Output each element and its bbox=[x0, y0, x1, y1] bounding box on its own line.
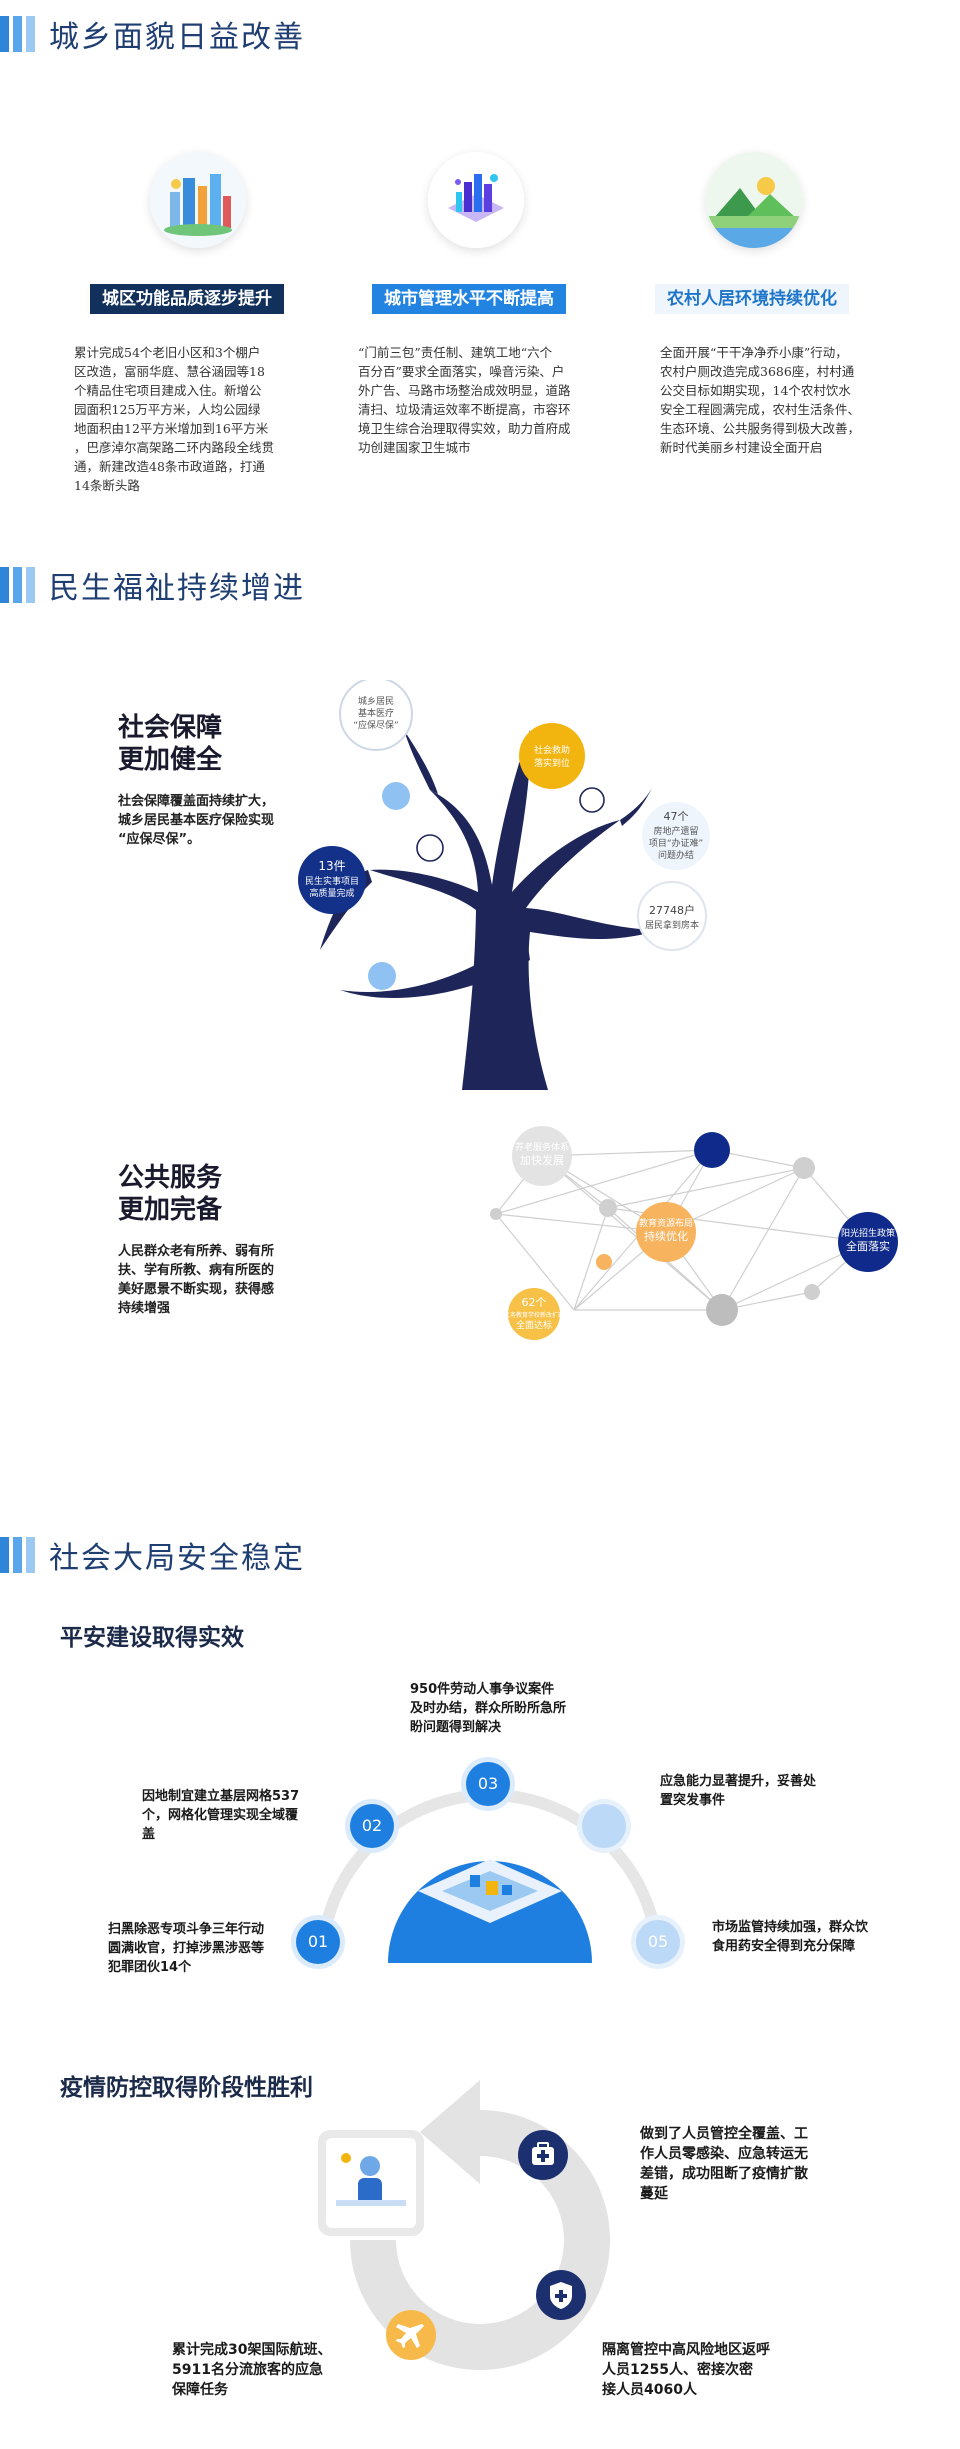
svg-text:加快发展: 加快发展 bbox=[520, 1153, 564, 1167]
medical-kit-icon bbox=[518, 2130, 568, 2180]
section-header-livelihood: 民生福祉持续增进 bbox=[0, 565, 305, 606]
section-header-safety: 社会大局安全稳定 bbox=[0, 1535, 305, 1576]
node-medical-text: 城乡居民 bbox=[358, 696, 394, 707]
node-relief bbox=[519, 723, 585, 789]
step-01-text: 扫黑除恶专项斗争三年行动圆满收官，打掉涉黑涉恶等犯罪团伙14个 bbox=[108, 1922, 265, 1975]
node-realestate-text: 47个 bbox=[664, 810, 689, 823]
epidemic-control-text: 做到了人员管控全覆盖、工作人员零感染、应急转运无 差错，成功阻断了疫情扩散蔓延 bbox=[640, 2126, 808, 2202]
section-header-bars bbox=[0, 567, 35, 603]
step-05-text: 市场监管持续加强，群众饮食用药安全得到充分保障 bbox=[712, 1920, 869, 1954]
section-title: 城乡面貌日益改善 bbox=[49, 20, 305, 55]
node-resettle-text: 27748户 bbox=[649, 903, 695, 917]
countryside-icon bbox=[706, 152, 802, 248]
badge-urban-quality: 城区功能品质逐步提升 bbox=[90, 284, 284, 314]
rural-environment-text: 全面开展“干干净净乔小康”行动，农村户厕改造完成3686座，村村通 公交目标如期… bbox=[660, 345, 861, 455]
social-security-desc: 社会保障覆盖面持续扩大， 城乡居民基本医疗保险实现 “应保尽保”。 bbox=[118, 794, 275, 847]
svg-text:义务教育学校新改扩建: 义务教育学校新改扩建 bbox=[504, 1311, 564, 1319]
node-medical bbox=[339, 680, 413, 751]
shield-cross-icon bbox=[536, 2270, 586, 2320]
node-dot bbox=[382, 782, 410, 810]
airplane-icon bbox=[386, 2310, 436, 2360]
step-04-text: 应急能力显著提升，妥善处置突发事件 bbox=[660, 1774, 817, 1808]
social-security-title: 社会保障 更加健全 bbox=[118, 713, 223, 775]
svg-text:持续优化: 持续优化 bbox=[644, 1229, 688, 1243]
safe-building-title: 平安建设取得实效 bbox=[60, 1625, 244, 1651]
step-05-circle: 05 bbox=[636, 1920, 680, 1964]
badge-city-management: 城市管理水平不断提高 bbox=[372, 284, 566, 314]
svg-text:问题办结: 问题办结 bbox=[658, 849, 694, 861]
step-03-circle: 03 bbox=[466, 1762, 510, 1806]
svg-text:“应保尽保”: “应保尽保” bbox=[353, 719, 398, 731]
badge-rural-environment: 农村人居环境持续优化 bbox=[655, 284, 849, 314]
section-header-bars bbox=[0, 1537, 35, 1573]
node-education-text: 教育资源布局 bbox=[639, 1217, 693, 1229]
svg-text:居民拿到房本: 居民拿到房本 bbox=[645, 919, 699, 931]
step-03-text: 950件劳动人事争议案件及时办结，群众所盼所急所盼问题得到解决 bbox=[410, 1682, 567, 1735]
svg-text:落实到位: 落实到位 bbox=[534, 757, 570, 769]
node-dot bbox=[599, 1199, 617, 1217]
node-projects bbox=[298, 846, 366, 914]
section-title: 民生福祉持续增进 bbox=[49, 571, 305, 606]
step-01-circle: 01 bbox=[296, 1920, 340, 1964]
city-skyline-icon bbox=[150, 152, 246, 248]
svg-text:全面落实: 全面落实 bbox=[846, 1239, 890, 1253]
section-header-urban: 城乡面貌日益改善 bbox=[0, 14, 305, 55]
node-enrollment bbox=[838, 1212, 898, 1272]
section-header-bars bbox=[0, 16, 35, 52]
step-02-circle: 02 bbox=[350, 1804, 394, 1848]
step-04-circle bbox=[582, 1804, 626, 1848]
node-education bbox=[636, 1202, 696, 1262]
svg-text:房地产遗留: 房地产遗留 bbox=[653, 825, 698, 837]
node-dot bbox=[694, 1132, 730, 1168]
node-elderly-care-text: 养老服务体系 bbox=[515, 1141, 569, 1153]
node-resettle bbox=[637, 881, 707, 951]
node-schools-text: 62个 bbox=[522, 1296, 547, 1309]
node-ring bbox=[416, 834, 444, 862]
police-station-icon bbox=[418, 1859, 562, 1923]
node-schools bbox=[508, 1288, 560, 1340]
node-ring bbox=[579, 787, 605, 813]
svg-text:全面达标: 全面达标 bbox=[516, 1319, 552, 1331]
node-projects-text: 13件 bbox=[318, 859, 345, 873]
public-service-desc: 人民群众老有所养、弱有所 扶、学有所教、病有所医的 美好愿景不断实现，获得感 持… bbox=[118, 1244, 275, 1316]
urban-quality-text: 累计完成54个老旧小区和3个棚户区改造，富丽华庭、慧谷涵园等18 个精品住宅项目… bbox=[74, 345, 275, 493]
node-realestate bbox=[642, 802, 710, 870]
svg-text:高质量完成: 高质量完成 bbox=[309, 887, 354, 899]
safe-building-arc bbox=[316, 1789, 664, 1964]
node-relief-text: 社会救助 bbox=[534, 744, 570, 756]
epidemic-quarantine-text: 隔离管控中高风险地区返呼人员1255人、密接次密接人员4060人 bbox=[602, 2342, 770, 2398]
node-elderly-care bbox=[512, 1126, 572, 1186]
medical-staff-icon bbox=[326, 2138, 416, 2228]
svg-text:民生实事项目: 民生实事项目 bbox=[305, 875, 359, 887]
node-enrollment-text: 阳光招生政策 bbox=[841, 1227, 895, 1239]
public-service-title: 公共服务 更加完备 bbox=[118, 1163, 223, 1225]
city-management-text: “门前三包”责任制、建筑工地“六个百分百”要求全面落实，噪音污染、户 外广告、马… bbox=[358, 345, 571, 455]
node-dot bbox=[368, 962, 396, 990]
node-dot bbox=[793, 1157, 815, 1179]
node-dot bbox=[490, 1208, 502, 1220]
node-dot bbox=[706, 1294, 738, 1326]
tree-nodes: 城乡居民 基本医疗 “应保尽保” 社会救助 落实到位 47个 房地产遗留 项目“… bbox=[298, 680, 710, 990]
node-dot bbox=[804, 1284, 820, 1300]
section-title: 社会大局安全稳定 bbox=[49, 1541, 305, 1576]
node-dot bbox=[596, 1254, 612, 1270]
public-service-network: 养老服务体系 加快发展 教育资源布局 持续优化 阳光招生政策 全面落实 62个 … bbox=[490, 1126, 898, 1340]
epidemic-flights-text: 累计完成30架国际航班、5911名分流旅客的应急保障任务 bbox=[172, 2342, 332, 2398]
epidemic-illustration bbox=[318, 2130, 424, 2236]
svg-text:项目“办证难”: 项目“办证难” bbox=[649, 837, 703, 849]
epidemic-title: 疫情防控取得阶段性胜利 bbox=[60, 2075, 313, 2101]
svg-text:基本医疗: 基本医疗 bbox=[358, 707, 394, 719]
cycle-arrow bbox=[420, 2080, 480, 2184]
smart-city-icon bbox=[428, 152, 524, 248]
